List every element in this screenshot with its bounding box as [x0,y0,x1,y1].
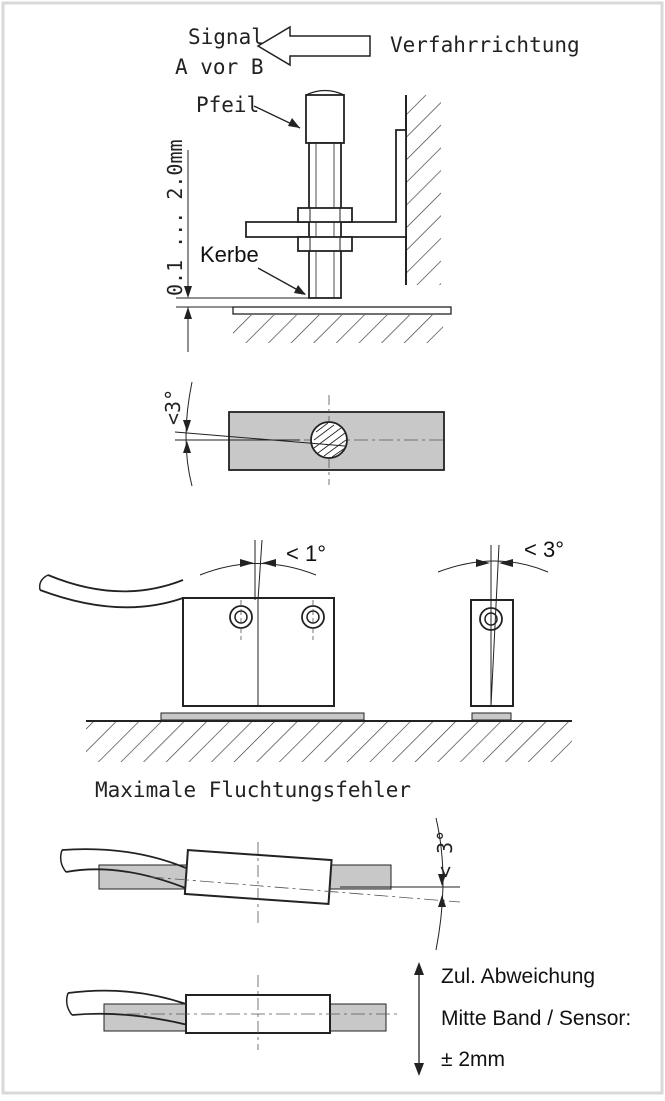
wall-hatch [407,95,441,285]
label-a-vor-b: A vor B [175,55,264,79]
magnetic-tape [232,306,452,315]
label-angle-left: < 1° [286,541,326,566]
label-angle-right: < 3° [524,537,564,562]
label-tolerance-line1: Zul. Abweichung [441,965,595,988]
label-gap-range: 0.1 ... 2.0mm [163,139,187,296]
label-signal: Signal [188,25,264,49]
section-offset: Zul. Abweichung Mitte Band / Sensor: ± 2… [65,962,631,1076]
label-pfeil: Pfeil [196,93,259,117]
label-tolerance-line3: ± 2mm [441,1048,505,1071]
label-kerbe: Kerbe [200,242,259,267]
section-mounting: Signal A vor B Verfahrrichtung Pfeil Ker… [163,25,580,352]
label-verfahrrichtung: Verfahrrichtung [390,33,580,57]
section-yaw: < 3° [59,817,461,951]
section-tilt: <3° [161,381,445,487]
caption-fluchtungsfehler: Maximale Fluchtungsfehler [95,778,411,802]
label-tolerance-line2: Mitte Band / Sensor: [441,1007,631,1030]
label-angle-tilt: <3° [161,389,185,425]
direction-arrow-icon [256,25,371,67]
sensor-yaw [183,848,333,906]
sensor-top-circle [310,421,348,459]
mounting-bracket [245,129,407,238]
ground-hatch [86,722,572,762]
label-angle-yaw: < 3° [433,830,457,878]
section-side-view: < 1° < 3° Maximale Fluchtungsfehler [38,537,572,802]
